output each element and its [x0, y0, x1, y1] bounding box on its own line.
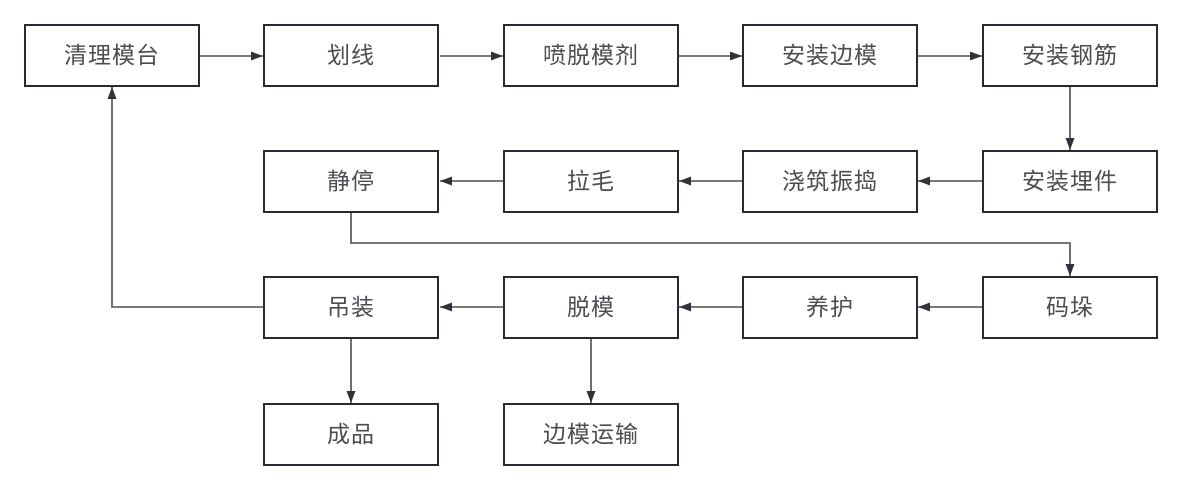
flow-node-label: 浇筑振捣	[782, 168, 878, 194]
flow-node-stacking: 码垛	[982, 276, 1158, 339]
flow-node-label: 安装埋件	[1022, 168, 1118, 194]
flow-node-install-rebar: 安装钢筋	[982, 24, 1158, 87]
flow-node-install-embedded-parts: 安装埋件	[982, 150, 1158, 213]
flow-node-side-form-transport: 边模运输	[503, 403, 679, 466]
flow-node-finished-product: 成品	[263, 403, 439, 466]
edge-hoisting-to-clean-mold-table-arrow	[107, 87, 263, 308]
flow-node-resting: 静停	[263, 150, 439, 213]
flow-node-label: 安装钢筋	[1022, 42, 1118, 68]
flow-node-demolding: 脱模	[503, 276, 679, 339]
flow-node-label: 清理模台	[64, 42, 160, 68]
flow-node-label: 码垛	[1046, 294, 1094, 320]
flow-node-label: 划线	[327, 42, 375, 68]
edge-resting-to-stacking-arrow	[350, 213, 1075, 276]
flow-node-pour-and-vibrate: 浇筑振捣	[742, 150, 918, 213]
flow-node-curing: 养护	[742, 276, 918, 339]
flow-node-label: 吊装	[327, 294, 375, 320]
flow-node-label: 喷脱模剂	[543, 42, 639, 68]
flow-node-clean-mold-table: 清理模台	[24, 24, 200, 87]
flow-node-marking: 划线	[263, 24, 439, 87]
flow-node-spray-release-agent: 喷脱模剂	[503, 24, 679, 87]
flow-node-hoisting: 吊装	[263, 276, 439, 339]
flow-node-label: 成品	[327, 421, 375, 447]
flow-node-install-side-forms: 安装边模	[742, 24, 918, 87]
flow-node-label: 边模运输	[543, 421, 639, 447]
flow-node-label: 静停	[327, 168, 375, 194]
flow-node-label: 养护	[806, 294, 854, 320]
flow-node-roughening: 拉毛	[503, 150, 679, 213]
flow-node-label: 拉毛	[567, 168, 615, 194]
flow-node-label: 脱模	[567, 294, 615, 320]
flow-node-label: 安装边模	[782, 42, 878, 68]
